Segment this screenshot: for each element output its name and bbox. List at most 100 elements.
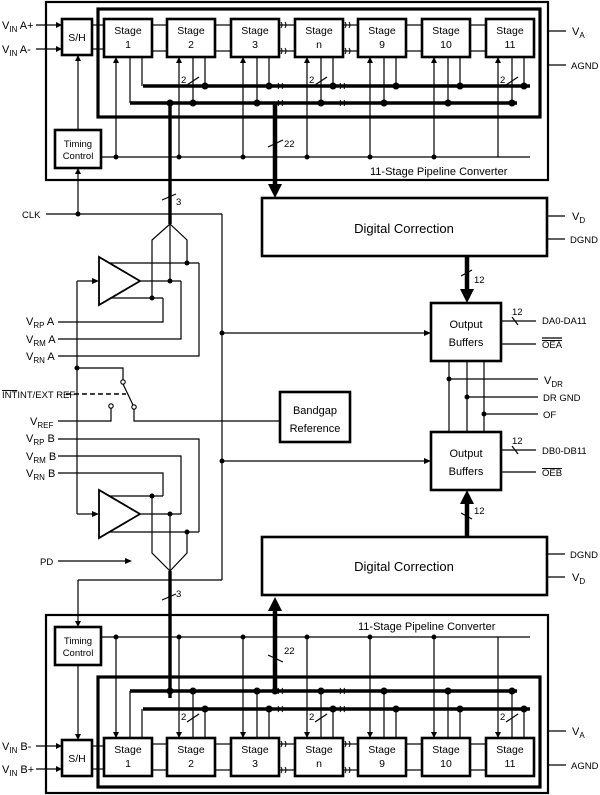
va-label-a: VA bbox=[572, 26, 585, 40]
stage-number: 9 bbox=[379, 39, 385, 51]
digital-correction-a bbox=[260, 196, 549, 258]
stage-label: Stage bbox=[241, 744, 269, 756]
pd-label: PD bbox=[40, 557, 53, 568]
svg-text:Timing: Timing bbox=[64, 139, 92, 150]
svg-text:Output: Output bbox=[449, 448, 482, 460]
svg-text:2: 2 bbox=[500, 75, 505, 86]
svg-text:3: 3 bbox=[176, 589, 181, 600]
stage-number: 10 bbox=[440, 39, 452, 51]
bus-width-22-a: 22 bbox=[284, 139, 295, 150]
vdr-label: VDR bbox=[544, 375, 563, 389]
svg-text:12: 12 bbox=[474, 275, 485, 286]
stage-label: Stage bbox=[368, 744, 396, 756]
stage-label: Stage bbox=[177, 744, 205, 756]
stage-number: n bbox=[316, 39, 322, 51]
stage-a-1 bbox=[102, 17, 154, 59]
pipeline-converter-b-frame bbox=[44, 613, 550, 795]
svg-text:Digital Correction: Digital Correction bbox=[354, 559, 454, 574]
stage-label: Stage bbox=[432, 744, 460, 756]
svg-text:Reference: Reference bbox=[290, 423, 341, 435]
junction-dot bbox=[113, 634, 119, 640]
stage-label: Stage bbox=[496, 744, 524, 756]
channel-b: Output Buffers 12 DB0-DB11 OEB 12 Digita… bbox=[2, 430, 599, 795]
vrn-b-label: VRN B bbox=[26, 468, 55, 482]
vd-label-a: VD bbox=[572, 211, 585, 225]
junction-dot bbox=[113, 154, 119, 160]
ref-buffer-amp-b bbox=[98, 488, 142, 540]
svg-text:12: 12 bbox=[512, 307, 523, 318]
stage-b-2 bbox=[165, 736, 217, 778]
stage-a-4 bbox=[293, 17, 345, 59]
vrm-b-label: VRM B bbox=[26, 451, 56, 465]
stage-b-3 bbox=[229, 736, 281, 778]
stage-label: Stage bbox=[305, 25, 333, 37]
oeb-label: OEB bbox=[542, 468, 562, 479]
svg-text:Control: Control bbox=[63, 151, 94, 162]
dr-gnd-label: DR GND bbox=[543, 393, 581, 404]
vin-b-minus-label: VIN B- bbox=[2, 741, 32, 755]
vd-label-b: VD bbox=[572, 572, 585, 586]
output-buffers-a bbox=[429, 301, 503, 363]
stage-number: 11 bbox=[505, 39, 516, 51]
junction-dot bbox=[431, 634, 437, 640]
of-label: OF bbox=[543, 410, 556, 421]
timing-control-a bbox=[53, 128, 103, 170]
stage-number: 9 bbox=[379, 758, 385, 770]
stage-number: 1 bbox=[125, 758, 131, 770]
agnd-label-b: AGND bbox=[571, 761, 599, 772]
output-buffers-b bbox=[429, 430, 503, 492]
stage-b-4 bbox=[293, 736, 345, 778]
sample-hold-b bbox=[60, 738, 94, 778]
sample-hold-a-label: S/H bbox=[68, 32, 86, 44]
stage-label: Stage bbox=[305, 744, 333, 756]
svg-text:Bandgap: Bandgap bbox=[293, 405, 337, 417]
svg-text:2: 2 bbox=[181, 712, 186, 723]
svg-text:2: 2 bbox=[181, 75, 186, 86]
stage-a-7 bbox=[484, 17, 536, 59]
stage-number: 1 bbox=[125, 39, 131, 51]
junction-dot bbox=[240, 634, 246, 640]
junction-dot bbox=[304, 634, 310, 640]
vrp-b-label: VRP B bbox=[26, 433, 55, 447]
stage-b-1 bbox=[102, 736, 154, 778]
shared-reference: CLK 3 VRP A bbox=[2, 99, 581, 698]
vin-a-minus-label: VIN A- bbox=[2, 44, 31, 58]
svg-text:2: 2 bbox=[500, 712, 505, 723]
stage-array-a-frame bbox=[96, 7, 542, 119]
vrm-a-label: VRM A bbox=[26, 334, 56, 348]
vin-b-plus-label: VIN B+ bbox=[2, 764, 34, 778]
svg-text:2: 2 bbox=[309, 75, 314, 86]
pipeline-converter-a-frame bbox=[44, 0, 550, 182]
junction-dot bbox=[176, 634, 182, 640]
stage-number: 2 bbox=[188, 758, 194, 770]
stage-b-7 bbox=[484, 736, 536, 778]
oea-label: OEA bbox=[542, 340, 563, 351]
svg-text:Buffers: Buffers bbox=[449, 466, 484, 478]
vrp-a-label: VRP A bbox=[26, 316, 55, 330]
sample-hold-b-label: S/H bbox=[68, 753, 86, 765]
clk-label: CLK bbox=[22, 210, 41, 221]
digital-correction-b bbox=[260, 535, 549, 597]
pipeline-label-b: 11-Stage Pipeline Converter bbox=[358, 621, 496, 633]
stage-number: n bbox=[316, 758, 322, 770]
svg-text:3: 3 bbox=[176, 197, 181, 208]
junction-dot bbox=[367, 634, 373, 640]
stage-label: Stage bbox=[368, 25, 396, 37]
agnd-label-a: AGND bbox=[571, 61, 599, 72]
vrn-a-label: VRN A bbox=[26, 351, 55, 365]
int-ext-ref-label: INTINT/EXT REF bbox=[2, 390, 75, 401]
stage-label: Stage bbox=[114, 25, 142, 37]
bandgap-reference bbox=[278, 390, 352, 444]
svg-text:12: 12 bbox=[474, 506, 485, 517]
vref-label: VREF bbox=[30, 416, 53, 430]
svg-text:12: 12 bbox=[512, 436, 523, 447]
sample-hold-a bbox=[60, 17, 94, 57]
stage-a-3 bbox=[229, 17, 281, 59]
dgnd-label-a: DGND bbox=[570, 235, 598, 246]
svg-text:Output: Output bbox=[449, 319, 482, 331]
va-label-b: VA bbox=[572, 726, 585, 740]
stage-a-6 bbox=[420, 17, 472, 59]
channel-a: VIN A+ VIN A- S/H Timing Control Stage1S… bbox=[2, 0, 599, 363]
stage-a-5 bbox=[356, 17, 408, 59]
